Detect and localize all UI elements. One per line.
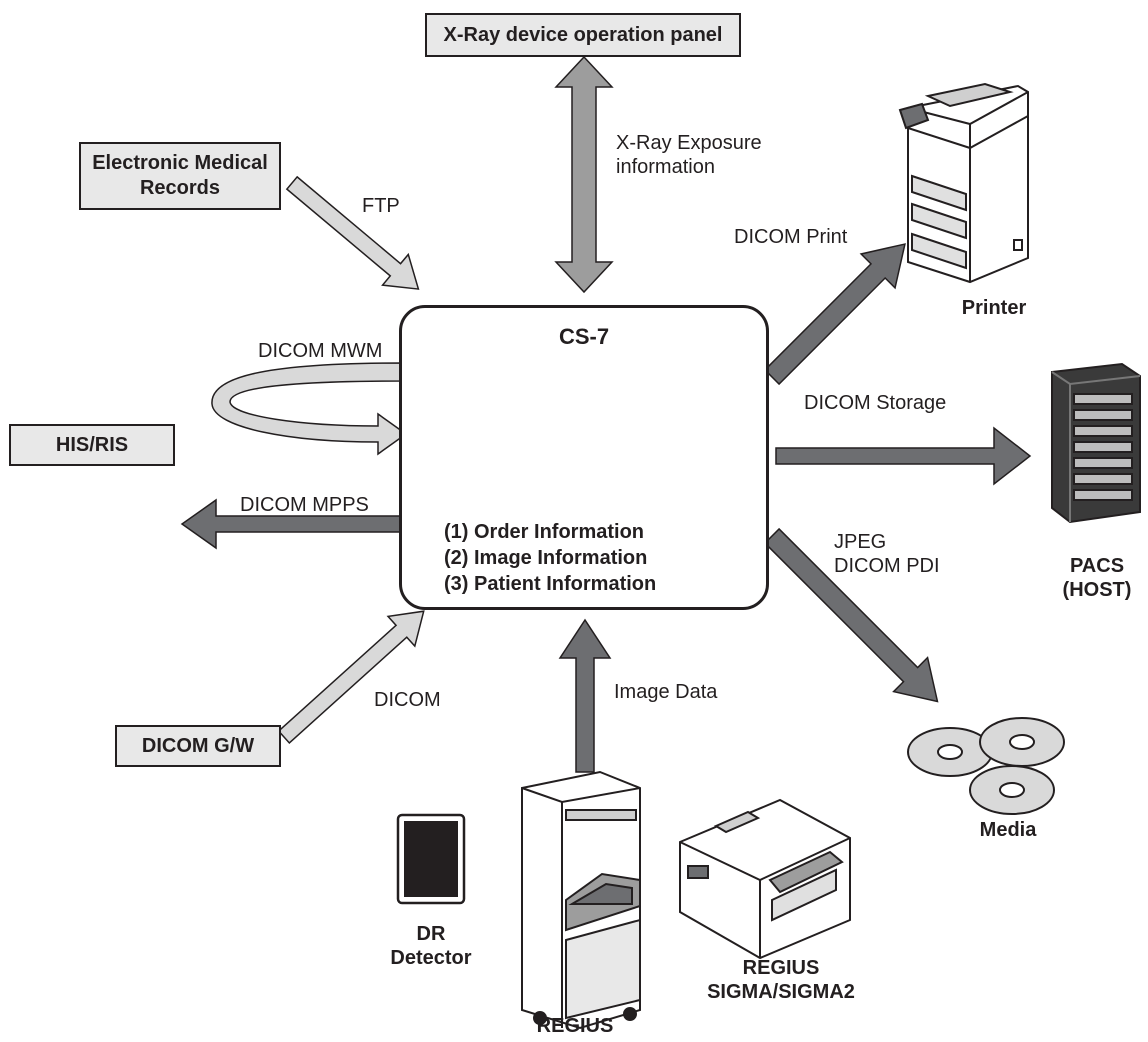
- media-formats-label: JPEG DICOM PDI: [834, 530, 940, 578]
- media-label: Media: [979, 819, 1037, 841]
- ftp-arrow: [285, 175, 420, 290]
- regius-label: REGIUS: [536, 1015, 614, 1037]
- dr-detector-icon: [396, 813, 466, 905]
- dicom-arrow: [277, 610, 425, 745]
- xray-exposure-line1: X-Ray Exposure: [616, 132, 762, 154]
- dicom-mpps-arrow: [180, 498, 403, 550]
- dicom-mwm-arrow: [211, 362, 408, 456]
- xray-operation-panel-label: X-Ray device operation panel: [443, 23, 723, 46]
- printer-icon: [898, 82, 1029, 284]
- xray-exposure-arrow: [554, 55, 614, 294]
- dicom-gw-box: DICOM G/W: [115, 725, 281, 767]
- xray-exposure-label: X-Ray Exposure information: [616, 131, 762, 179]
- image-data-arrow: [558, 618, 612, 773]
- his-ris-box: HIS/RIS: [9, 424, 175, 466]
- dicom-print-label: DICOM Print: [734, 226, 848, 248]
- media-discs-icon: [907, 717, 1065, 815]
- pacs-line1: PACS: [1069, 555, 1125, 577]
- cs7-item-patient: (3) Patient Information: [444, 573, 657, 595]
- cs7-info-list: (1) Order Information (2) Image Informat…: [444, 519, 656, 597]
- dr-detector-line1: DR: [416, 923, 446, 945]
- dicom-gw-label: DICOM G/W: [141, 734, 255, 757]
- his-ris-label: HIS/RIS: [55, 433, 129, 456]
- emr-box: Electronic Medical Records: [79, 142, 281, 210]
- emr-label: Electronic Medical Records: [92, 152, 268, 199]
- xray-exposure-line2: information: [616, 156, 715, 178]
- cs7-box: CS-7 (1) Order Information (2) Image Inf…: [399, 305, 769, 610]
- media-arrow: [763, 527, 939, 703]
- media-format-jpeg: JPEG: [834, 531, 887, 553]
- printer-label: Printer: [961, 297, 1027, 319]
- regius-sigma-label: REGIUS SIGMA/SIGMA2: [696, 956, 866, 1004]
- pacs-server-icon: [1051, 362, 1141, 524]
- dicom-mwm-label: DICOM MWM: [258, 340, 383, 362]
- regius-sigma-line2: SIGMA/SIGMA2: [707, 981, 855, 1003]
- dr-detector-line2: Detector: [390, 947, 472, 969]
- pacs-label: PACS (HOST): [1048, 554, 1146, 602]
- regius-reader-icon: [521, 770, 641, 1030]
- dicom-label: DICOM: [374, 689, 441, 711]
- dicom-storage-arrow: [775, 426, 1032, 486]
- cs7-item-order: (1) Order Information: [444, 521, 645, 543]
- cs7-title: CS-7: [558, 324, 610, 349]
- pacs-line2: (HOST): [1062, 579, 1132, 601]
- regius-sigma-line1: REGIUS: [742, 957, 820, 979]
- cs7-item-image: (2) Image Information: [444, 547, 648, 569]
- regius-sigma-icon: [679, 798, 851, 960]
- media-format-pdi: DICOM PDI: [834, 555, 940, 577]
- dicom-storage-label: DICOM Storage: [804, 392, 947, 414]
- dicom-print-arrow: [763, 243, 906, 386]
- dicom-mpps-label: DICOM MPPS: [240, 494, 369, 516]
- ftp-label: FTP: [362, 195, 400, 217]
- image-data-label: Image Data: [614, 681, 718, 703]
- dr-detector-label: DR Detector: [376, 922, 486, 970]
- xray-operation-panel-box: X-Ray device operation panel: [425, 13, 741, 57]
